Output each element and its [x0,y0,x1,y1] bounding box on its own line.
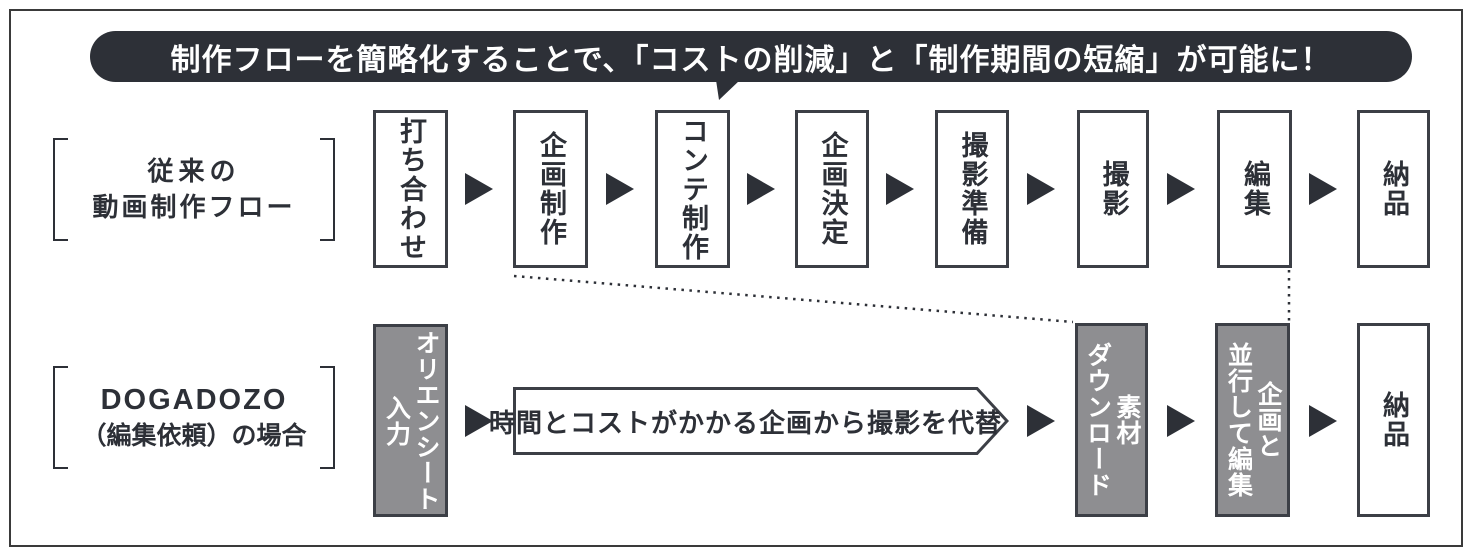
step-delivery-dogadozo-label: 納品 [1379,391,1410,449]
step-parallel-editing: 企画と 並行して編集 [1215,323,1290,517]
traditional-flow-label-line2: 動画制作フロー [92,191,296,222]
step-storyboard: コンテ制作 [655,110,730,268]
step-material-download: 素材 ダウンロード [1075,323,1148,517]
flow-arrow-icon [1309,405,1337,437]
headline-banner: 制作フローを簡略化することで、「コストの削減」と「制作期間の短縮」が可能に！ [90,31,1412,82]
flow-arrow-icon [1027,405,1055,437]
flow-arrow-icon [886,173,914,205]
step-editing-label: 編集 [1240,160,1271,218]
step-plan-approval-label: 企画決定 [817,131,848,247]
step-editing: 編集 [1217,110,1292,268]
traditional-flow-label-line1: 従来の [147,156,241,187]
step-shooting-label: 撮影 [1098,160,1129,218]
step-planning-label: 企画制作 [536,131,567,247]
flow-arrow-icon [1167,405,1195,437]
step-delivery-dogadozo: 納品 [1357,323,1430,517]
traditional-flow-label: 従来の 動画制作フロー [53,138,335,241]
flow-arrow-icon [1027,173,1055,205]
flow-arrow-icon [1309,173,1337,205]
headline-text: 制作フローを簡略化することで、「コストの削減」と「制作期間の短縮」が可能に！ [170,43,1332,77]
dotted-connector-planning-to-download [513,274,1074,324]
step-plan-approval: 企画決定 [795,110,869,268]
step-parallel-editing-label: 企画と 並行して編集 [1224,342,1283,498]
step-substitute-label: 時間とコストがかかる企画から撮影を代替 [489,407,1003,438]
flow-arrow-icon [747,173,775,205]
step-delivery: 納品 [1357,110,1430,268]
step-planning: 企画制作 [513,110,588,268]
step-meeting-label: 打ち合わせ [396,116,427,262]
step-orientation-sheet-input-label: オリエンシート 入力 [382,329,441,512]
dogadozo-flow-label-line2: （編集依頼）の場合 [81,422,307,451]
step-shooting: 撮影 [1077,110,1149,268]
step-shoot-prep-label: 撮影準備 [957,131,988,247]
flow-arrow-icon [465,173,493,205]
step-orientation-sheet-input: オリエンシート 入力 [373,324,448,517]
flow-arrow-icon [465,405,493,437]
flow-arrow-icon [1167,173,1195,205]
step-shoot-prep: 撮影準備 [935,110,1009,268]
step-material-download-label: 素材 ダウンロード [1083,342,1142,498]
step-storyboard-label: コンテ制作 [678,116,709,262]
step-meeting: 打ち合わせ [373,110,448,268]
flow-arrow-icon [606,173,634,205]
dogadozo-flow-label-line1: DOGADOZO [100,384,288,417]
dogadozo-flow-label: DOGADOZO （編集依頼）の場合 [53,366,335,469]
step-delivery-label: 納品 [1379,160,1410,218]
step-substitute-shape [513,387,1009,455]
speech-bubble-tail-icon [716,80,740,100]
